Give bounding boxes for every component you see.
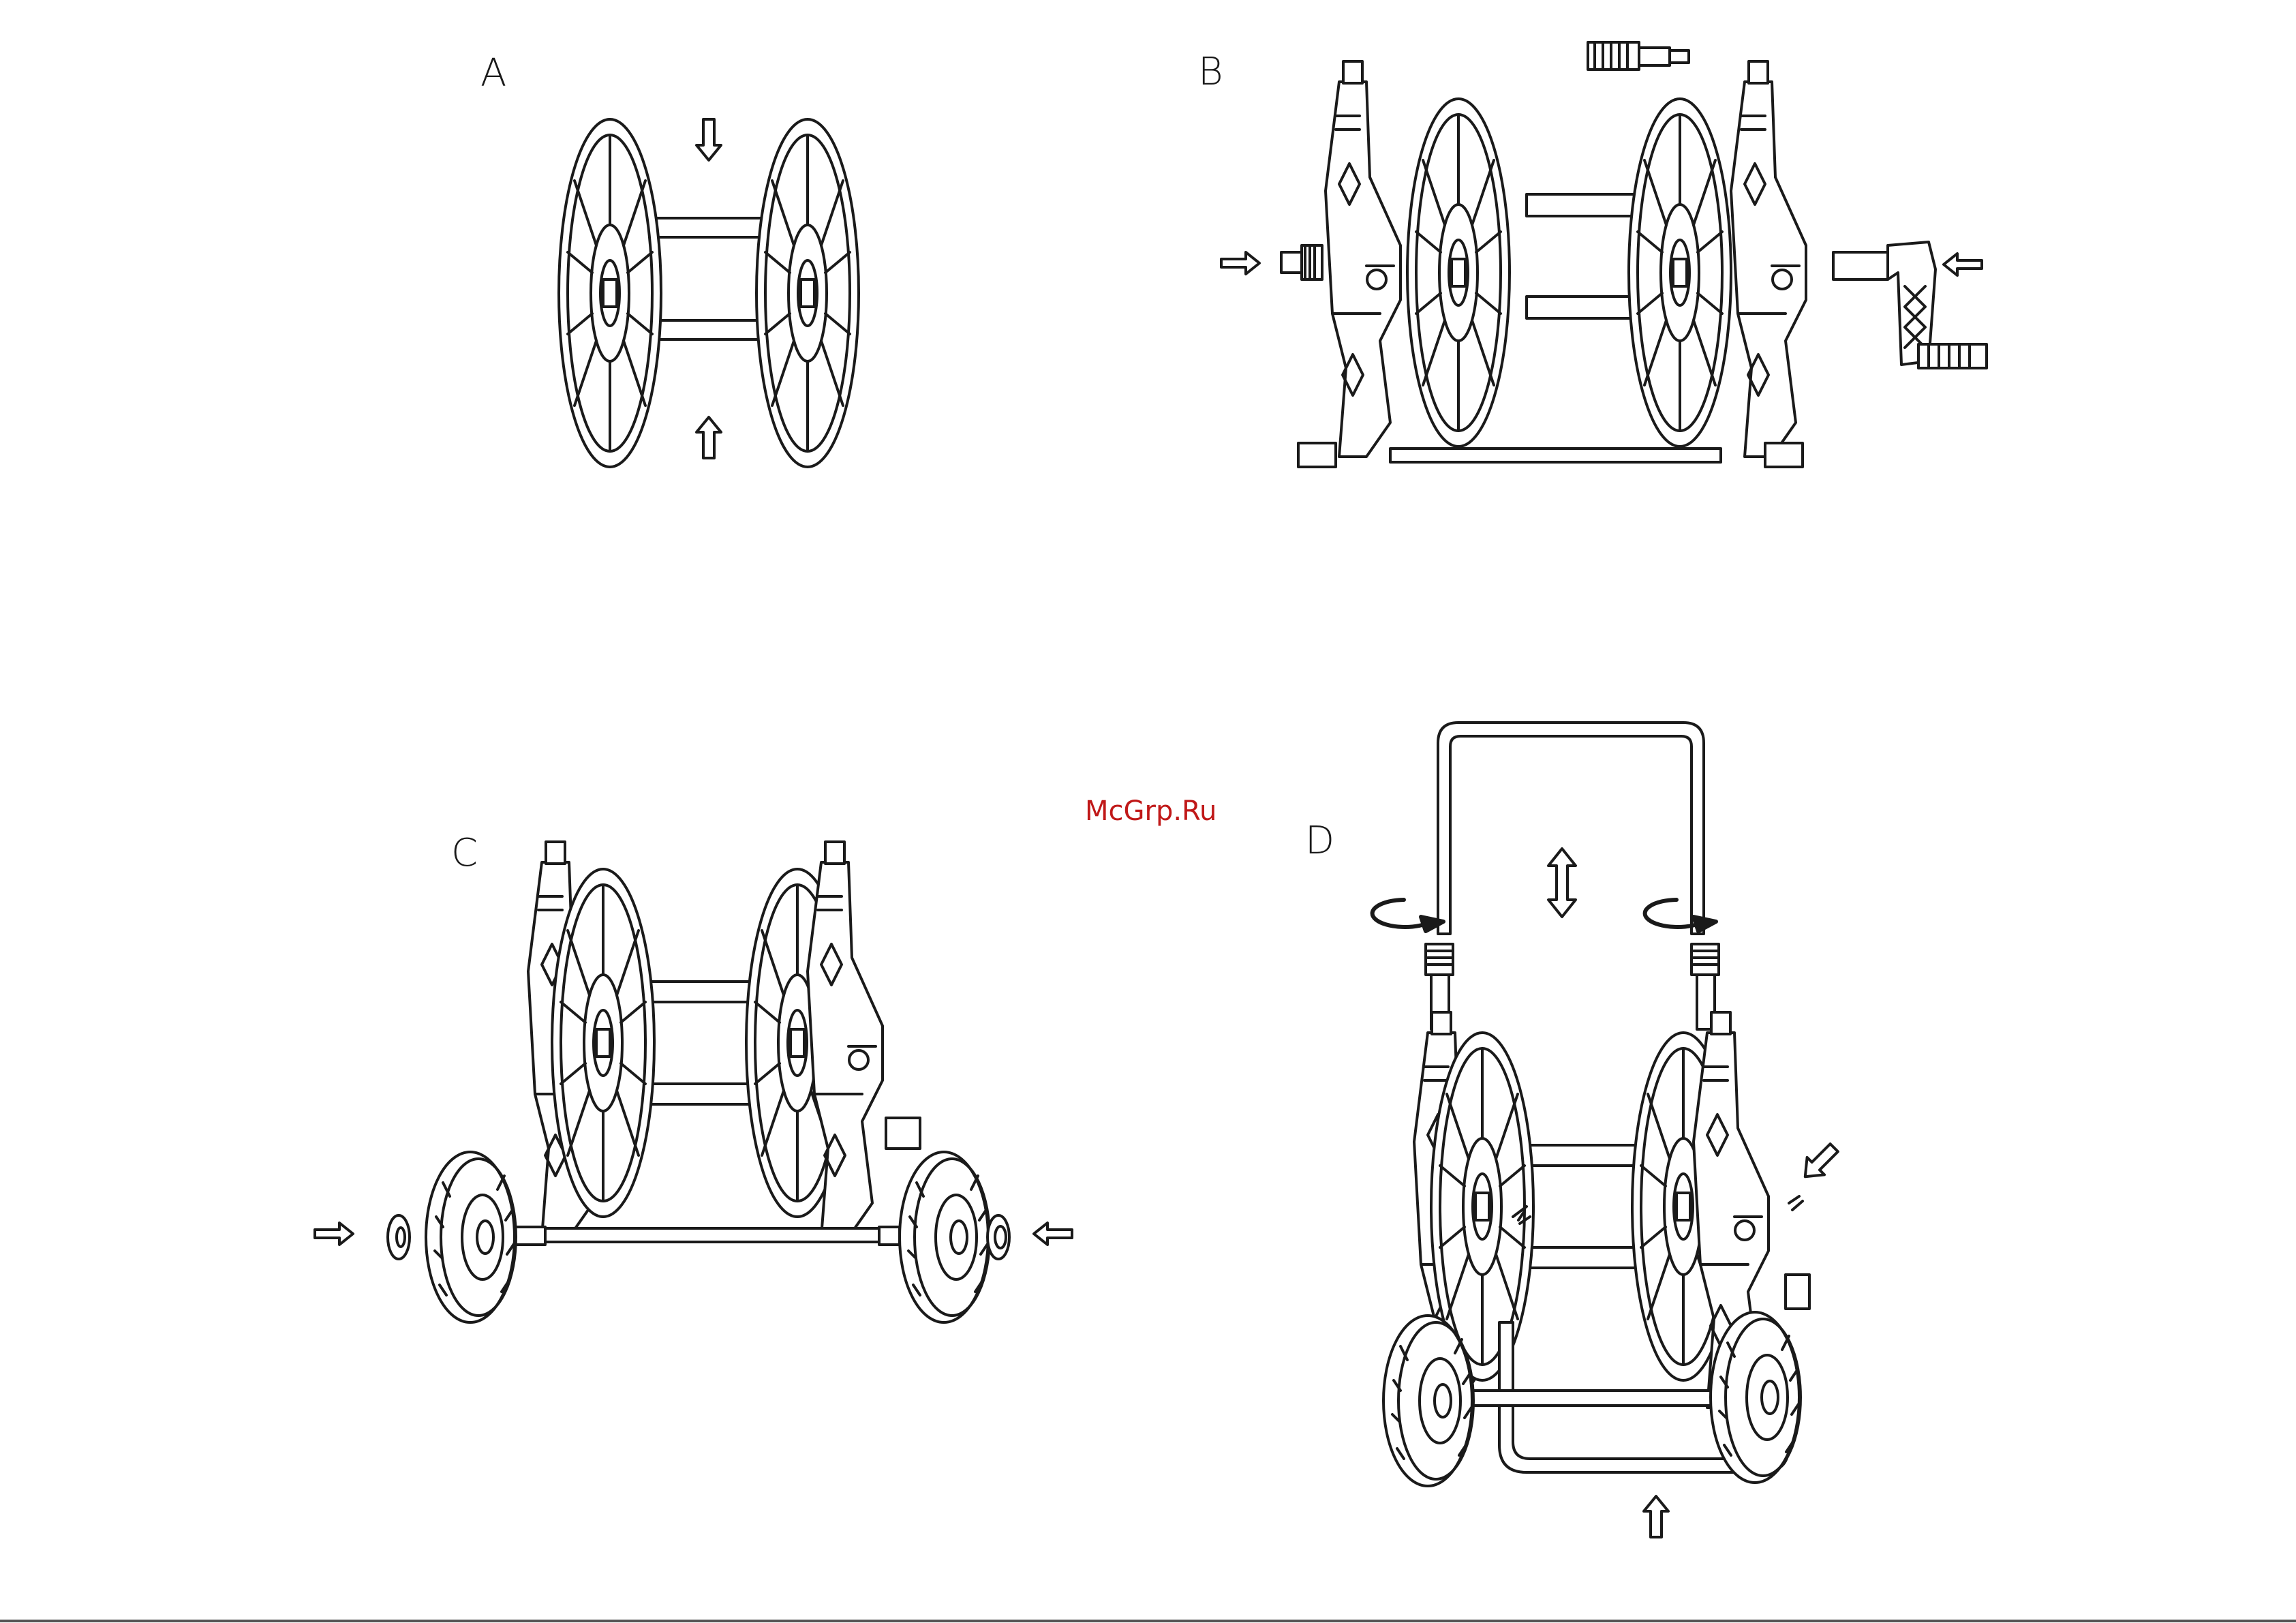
reel-disc-right: [1629, 99, 1731, 446]
axle-bar: [545, 1228, 879, 1242]
crank-stub: [1786, 1275, 1809, 1309]
inlet-fitting-icon: [1281, 245, 1322, 279]
wheel-right: [900, 1152, 990, 1322]
step-d-handle-assembly: [1373, 723, 1843, 1537]
axle-bar: [1390, 449, 1721, 462]
wheel-left: [1383, 1316, 1473, 1486]
arrow-up-icon: [1644, 1496, 1668, 1537]
frame-left: [1326, 61, 1400, 457]
axle-stub-right: [1765, 443, 1803, 467]
frame-right: [1731, 61, 1806, 457]
hub-cap-right-icon: [988, 1215, 1009, 1259]
step-a-reel-drum: [559, 119, 859, 467]
arrow-up-icon: [697, 417, 721, 458]
footer-divider: [0, 1620, 2296, 1622]
axle-stub-left: [1298, 443, 1336, 467]
reel-disc-right: [756, 119, 859, 467]
arrow-left-icon: [1944, 254, 1982, 275]
hose-connector-icon: [1588, 42, 1689, 70]
arrow-left-icon: [1034, 1223, 1072, 1245]
handle-coupler-right: [1692, 944, 1719, 975]
hub-cap-left-icon: [388, 1215, 410, 1259]
arrow-diagonal-icon: [1796, 1139, 1843, 1185]
rotate-arrow-right-icon: [1645, 900, 1716, 931]
wheel-right: [1711, 1312, 1801, 1483]
step-b-frame-assembly: [1221, 42, 1987, 467]
reel-disc-left: [559, 119, 661, 467]
wheel-left: [426, 1152, 516, 1322]
step-c-wheel-assembly: [315, 842, 1072, 1322]
handle-coupler-left: [1426, 944, 1453, 975]
reel-disc-left: [1407, 99, 1510, 446]
arrow-right-icon: [315, 1223, 353, 1245]
arrow-right-icon: [1221, 252, 1259, 274]
arrow-down-icon: [697, 119, 721, 160]
crank-stub: [886, 1118, 920, 1149]
rotate-arrow-left-icon: [1373, 900, 1443, 931]
double-arrow-vertical-icon: [1548, 849, 1576, 917]
reel-disc-left: [552, 869, 654, 1217]
axle-stub-right: [879, 1227, 900, 1245]
